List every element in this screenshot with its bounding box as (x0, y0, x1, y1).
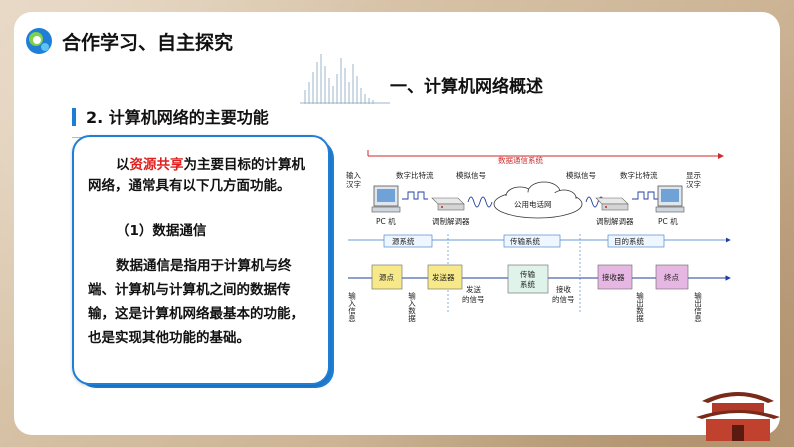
input-chars-2: 汉字 (346, 179, 361, 189)
block-source-label: 源点 (379, 273, 394, 282)
pc-left-icon (371, 185, 401, 213)
modem-right-label: 调制解调器 (596, 216, 634, 226)
network-label: 公用电话网 (514, 199, 552, 209)
block-source: 源点 (371, 264, 403, 290)
card-intro: 以资源共享为主要目标的计算机网络，通常具有以下几方面功能。 (88, 155, 314, 197)
intro-rest: 为主要目标的计算机网络，通常具有以下几方面功能。 (88, 157, 305, 194)
output-data-label: 输出数据 (635, 291, 644, 324)
digital-stream-left: 数字比特流 (396, 170, 434, 180)
block-sender-label: 发送器 (432, 272, 455, 282)
square-wave-right (632, 191, 658, 200)
pc-right-icon (655, 185, 685, 213)
sent-signal-1: 发送 (466, 284, 481, 294)
header-band (14, 12, 314, 68)
output-chars-1: 显示 (686, 171, 701, 180)
waveform-decoration (300, 54, 390, 104)
intro-prefix: 以 (116, 157, 130, 173)
point-accent-bar (72, 108, 76, 126)
input-chars-1: 输入 (346, 170, 361, 180)
pc-left-label: PC 机 (376, 216, 396, 226)
modem-left-label: 调制解调器 (432, 216, 470, 226)
pc-right-label: PC 机 (658, 216, 678, 226)
content-card: 以资源共享为主要目标的计算机网络，通常具有以下几方面功能。 （1）数据通信 数据… (72, 135, 330, 385)
source-system-label: 源系统 (392, 236, 415, 246)
analog-signal-left: 模拟信号 (456, 170, 486, 180)
block-sink: 终点 (655, 264, 689, 290)
modem-right-icon (595, 197, 629, 211)
input-info-label: 输入信息 (347, 291, 356, 323)
output-info-label: 输出信息 (693, 291, 702, 323)
block-transmission-label-1: 传输 (520, 269, 535, 279)
output-chars-2: 汉字 (686, 179, 701, 189)
item-body: 数据通信是指用于计算机与终端、计算机与计算机之间的数据传输，这是计算机网络最基本… (88, 258, 304, 346)
palace-roof-decoration (696, 392, 780, 441)
sent-signal-2: 的信号 (462, 294, 485, 304)
block-sender: 发送器 (427, 264, 463, 290)
input-data-label: 输入数据 (407, 291, 416, 324)
destination-system-label: 目的系统 (614, 236, 644, 246)
source-system-box (383, 234, 433, 248)
intro-highlight: 资源共享 (129, 157, 184, 173)
item-heading: （1）数据通信 (116, 223, 207, 239)
block-sink-label: 终点 (664, 272, 679, 282)
square-wave-left (402, 191, 428, 200)
transmission-system-box (503, 234, 561, 248)
block-receiver: 接收器 (597, 264, 633, 290)
received-signal-2: 的信号 (552, 294, 575, 304)
destination-system-box (607, 234, 665, 248)
data-communication-diagram: 数据通信系统 输入 汉字 数字比特流 模拟信号 模拟信号 数字比特流 显示 汉字… (346, 150, 731, 324)
analog-wave-left (467, 196, 493, 208)
system-label: 数据通信系统 (498, 155, 543, 165)
block-receiver-label: 接收器 (602, 272, 625, 282)
block-transmission-label-2: 系统 (520, 279, 535, 289)
transmission-system-label: 传输系统 (510, 236, 540, 246)
digital-stream-right: 数字比特流 (620, 170, 658, 180)
sub-title: 一、计算机网络概述 (390, 77, 543, 97)
section-title: 合作学习、自主探究 (62, 32, 234, 54)
analog-signal-right: 模拟信号 (566, 170, 596, 180)
received-signal-1: 接收 (556, 284, 571, 294)
cloud-network-icon (493, 181, 583, 219)
logo-icon (26, 28, 52, 54)
modem-left-icon (431, 197, 465, 211)
block-transmission: 传输 系统 (507, 264, 549, 294)
point-title: 2. 计算机网络的主要功能 (86, 108, 269, 127)
